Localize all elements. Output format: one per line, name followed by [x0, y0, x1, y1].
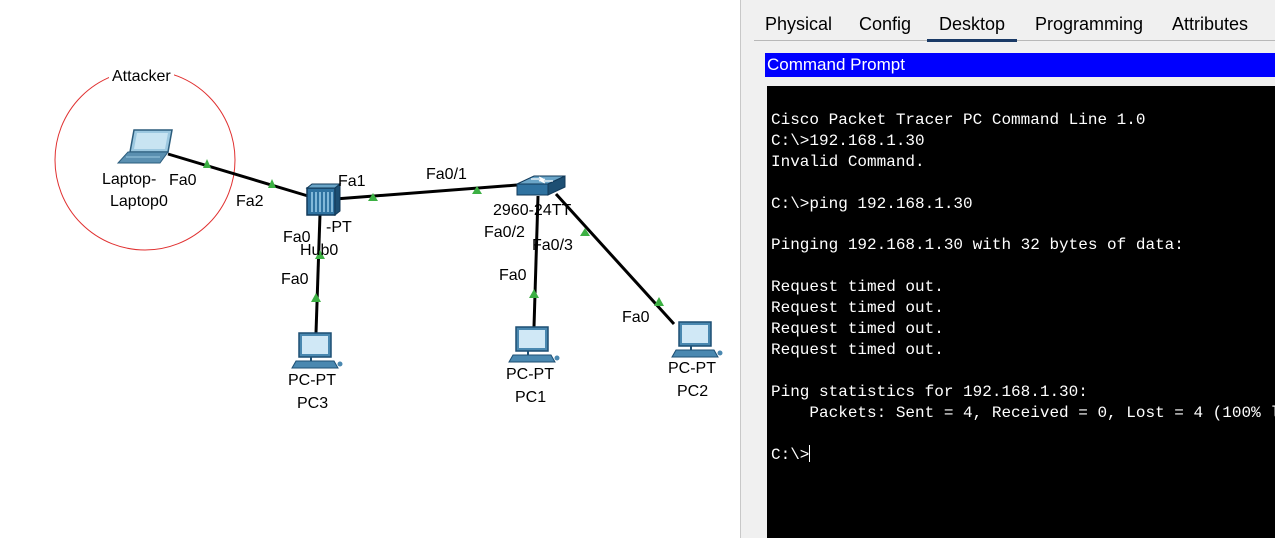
link-switch-pc2[interactable] — [554, 192, 676, 326]
console-output: Cisco Packet Tracer PC Command Line 1.0 … — [771, 110, 1275, 465]
link-status-icon — [311, 293, 321, 302]
topology-canvas — [54, 69, 723, 369]
text-cursor — [809, 444, 811, 462]
hub-port-fa0-label: Fa0 — [283, 229, 311, 246]
hub-type-label: -PT — [326, 219, 352, 236]
link-status-icon — [315, 250, 325, 259]
link-status-icon — [654, 297, 664, 306]
device-panel: Physical Config Desktop Programming Attr… — [754, 0, 1275, 538]
tab-config[interactable]: Config — [859, 14, 912, 34]
switch-port-fa0-3-label: Fa0/3 — [532, 237, 573, 254]
link-status-icon — [529, 289, 539, 298]
command-prompt-console[interactable]: Cisco Packet Tracer PC Command Line 1.0 … — [767, 86, 1275, 538]
switch-port-fa0-1-label: Fa0/1 — [426, 166, 467, 183]
topology-workspace[interactable]: Attacker Laptop- Laptop0 Fa0 Fa2 Fa1 -PT… — [0, 0, 740, 538]
pc3-name-label: PC3 — [297, 395, 329, 412]
pc2-computer-icon[interactable] — [671, 321, 723, 358]
pc2-name-label: PC2 — [677, 383, 709, 400]
device-tab-bar: Physical Config Desktop Programming Attr… — [754, 8, 1275, 42]
hub-icon[interactable] — [305, 182, 342, 217]
pc1-name-label: PC1 — [515, 389, 547, 406]
tab-programming[interactable]: Programming — [1035, 14, 1144, 34]
link-hub-switch[interactable] — [334, 183, 518, 201]
hub-port-fa2-label: Fa2 — [236, 193, 264, 210]
link-status-icon — [472, 186, 482, 194]
link-status-icon — [580, 228, 590, 236]
switch-icon[interactable] — [516, 175, 566, 196]
link-status-icon — [203, 159, 211, 168]
attacker-label: Attacker — [109, 68, 174, 86]
pc2-port-label: Fa0 — [622, 309, 650, 326]
laptop-name-label: Laptop0 — [110, 193, 168, 210]
pc1-port-label: Fa0 — [499, 267, 527, 284]
link-switch-pc1[interactable] — [532, 195, 540, 328]
laptop-type-label: Laptop- — [102, 171, 157, 188]
command-prompt-title: Command Prompt — [765, 53, 1275, 77]
link-status-icon — [268, 179, 276, 188]
switch-name-label: Fa0/2 — [484, 224, 525, 241]
pc2-type-label: PC-PT — [668, 360, 716, 377]
tab-physical[interactable]: Physical — [765, 14, 833, 34]
link-hub-pc3[interactable] — [314, 213, 322, 334]
tab-attributes[interactable]: Attributes — [1172, 14, 1249, 34]
console-prompt: C:\> — [771, 445, 810, 464]
laptop-icon[interactable] — [116, 129, 173, 164]
pc3-type-label: PC-PT — [288, 372, 336, 389]
link-status-icon — [368, 193, 378, 201]
link-laptop-hub[interactable] — [167, 152, 309, 198]
pc3-computer-icon[interactable] — [291, 332, 343, 369]
pc1-computer-icon[interactable] — [508, 326, 560, 363]
hub-name-label: Hub0 — [300, 242, 339, 259]
pc1-type-label: PC-PT — [506, 366, 554, 383]
pc3-port-label: Fa0 — [281, 271, 309, 288]
hub-port-fa1-label: Fa1 — [338, 173, 366, 190]
tab-desktop[interactable]: Desktop — [927, 13, 1018, 42]
laptop-port-label: Fa0 — [169, 172, 197, 189]
panel-splitter[interactable] — [740, 0, 755, 538]
switch-type-label: 2960-24TT — [493, 202, 572, 219]
console-lines: Cisco Packet Tracer PC Command Line 1.0 … — [771, 111, 1275, 422]
